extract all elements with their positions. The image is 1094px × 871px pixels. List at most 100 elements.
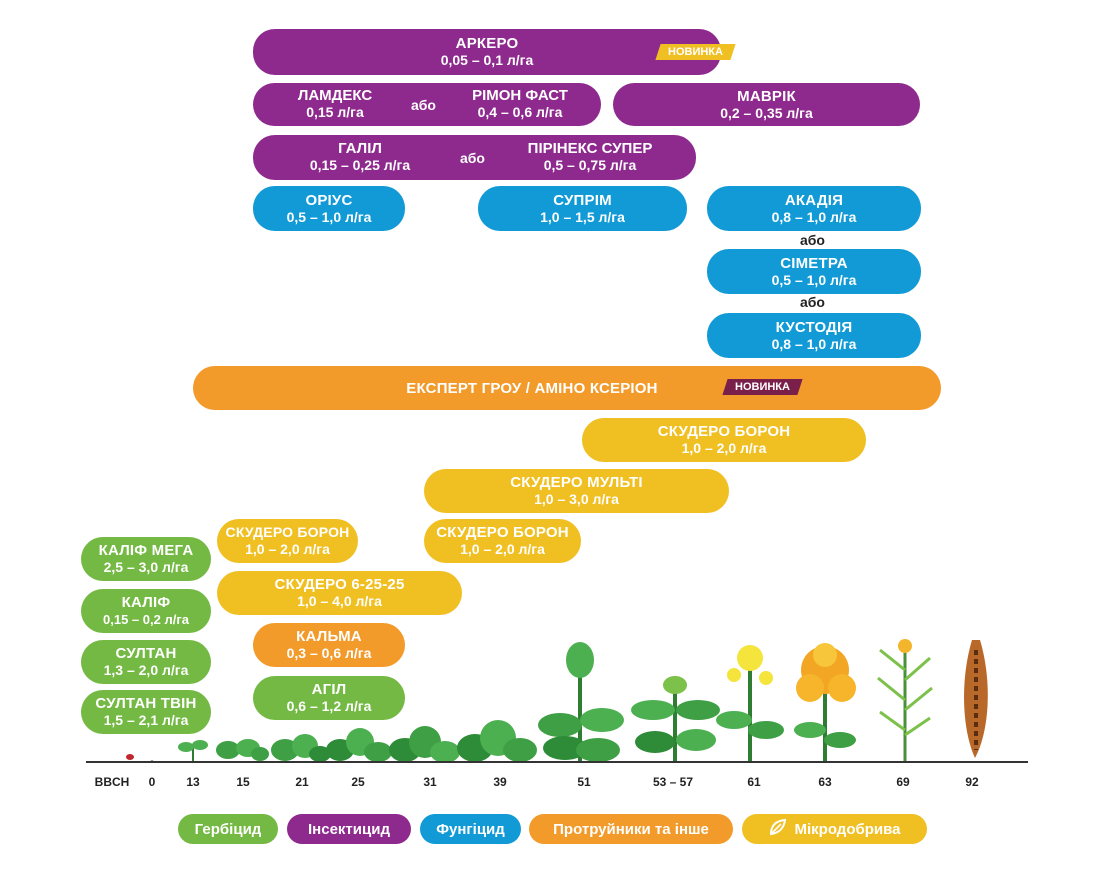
skudero-boron-late-bar: СКУДЕРО БОРОН 1,0 – 2,0 л/га [582,418,866,462]
skudero-6-25-25-rate: 1,0 – 4,0 л/га [297,593,382,609]
sultan-name: СУЛТАН [115,645,177,662]
legend-insecticide: Інсектицид [287,814,411,844]
or-label: або [411,97,436,113]
arkero-rate: 0,05 – 0,1 л/га [440,52,534,68]
ripe-pod-icon [964,640,988,758]
galil-rate: 0,15 – 0,25 л/га [309,157,411,173]
or-label: або [800,294,825,310]
pod-forming-plant-icon [877,639,933,761]
suprim-name: СУПРІМ [553,191,612,209]
orius-bar: ОРІУС 0,5 – 1,0 л/га [253,186,405,231]
axis-tick: 51 [577,775,591,789]
axis-tick: 53 – 57 [652,775,694,789]
rimon-rate: 0,4 – 0,6 л/га [477,104,563,120]
axis-tick: 69 [896,775,910,789]
skudero-multi-name: СКУДЕРО МУЛЬТІ [510,474,643,491]
axis-tick: 25 [351,775,365,789]
kalif-mega-bar: КАЛІФ МЕГА 2,5 – 3,0 л/га [81,537,211,581]
sultan-tvin-bar: СУЛТАН ТВІН 1,5 – 2,1 л/га [81,690,211,734]
axis-tick: 15 [236,775,250,789]
leaf-icon [769,818,787,840]
galil-block: ГАЛІЛ 0,15 – 0,25 л/га [285,140,435,174]
axis-tick: 0 [148,775,156,789]
skudero-boron-late-rate: 1,0 – 2,0 л/га [681,440,767,456]
kalma-bar: КАЛЬМА 0,3 – 0,6 л/га [253,623,405,667]
akadiya-bar: АКАДІЯ 0,8 – 1,0 л/га [707,186,921,231]
kustodiya-rate: 0,8 – 1,0 л/га [771,335,857,352]
legend-herbicide: Гербіцид [178,814,278,844]
budding-plant-icon [631,676,720,761]
axis-tick: 39 [493,775,507,789]
axis-tick: 92 [965,775,979,789]
galil-pirinex-bar [253,135,696,180]
legend-micro-label: Мікродобрива [794,820,901,838]
kalif-bar: КАЛІФ 0,15 – 0,2 л/га [81,589,211,633]
pirinex-block: ПІРІНЕКС СУПЕР 0,5 – 0,75 л/га [510,140,670,174]
skudero-boron-early-rate: 1,0 – 2,0 л/га [245,541,330,557]
skudero-boron-mid-bar: СКУДЕРО БОРОН 1,0 – 2,0 л/га [424,519,581,563]
akadiya-name: АКАДІЯ [784,191,844,209]
arkero-name: АРКЕРО [455,35,519,52]
axis-tick: 13 [186,775,200,789]
legend-fungicide: Фунгіцид [420,814,521,844]
lamdeks-name: ЛАМДЕКС [297,87,373,104]
bolting-plant-icon [538,642,624,762]
orius-name: ОРІУС [305,191,353,209]
leaf-rosette-icon [326,728,392,762]
axis-tick: 61 [747,775,761,789]
skudero-6-25-25-bar: СКУДЕРО 6-25-25 1,0 – 4,0 л/га [217,571,462,615]
skudero-multi-bar: СКУДЕРО МУЛЬТІ 1,0 – 3,0 л/га [424,469,729,513]
mavrik-name: МАВРІК [737,87,796,105]
skudero-6-25-25-name: СКУДЕРО 6-25-25 [274,576,405,593]
full-bloom-plant-icon [794,643,856,761]
mavrik-bar: МАВРІК 0,2 – 0,35 л/га [613,83,920,126]
skudero-multi-rate: 1,0 – 3,0 л/га [534,491,619,507]
new-badge-expert: НОВИНКА [722,379,803,395]
kalif-mega-rate: 2,5 – 3,0 л/га [103,559,189,575]
leaf-rosette-icon [271,734,331,762]
sultan-tvin-name: СУЛТАН ТВІН [95,695,197,712]
skudero-boron-early-bar: СКУДЕРО БОРОН 1,0 – 2,0 л/га [217,519,358,563]
sultan-rate: 1,3 – 2,0 л/га [103,662,189,678]
kalif-name: КАЛІФ [121,594,171,611]
pirinex-name: ПІРІНЕКС СУПЕР [527,140,653,157]
leaf-rosette-icon [389,726,460,762]
or-label: або [460,150,485,166]
leaf-rosette-icon [457,720,537,762]
lamdeks-block: ЛАМДЕКС 0,15 л/га [265,87,405,121]
simetra-bar: СІМЕТРА 0,5 – 1,0 л/га [707,249,921,294]
new-badge-arkero: НОВИНКА [655,44,736,60]
orius-rate: 0,5 – 1,0 л/га [286,208,372,225]
akadiya-rate: 0,8 – 1,0 л/га [771,208,857,225]
expert-grow-bar: ЕКСПЕРТ ГРОУ / АМІНО КСЕРІОН [193,366,941,410]
agil-bar: АГІЛ 0,6 – 1,2 л/га [253,676,405,720]
legend-other: Протруйники та інше [529,814,733,844]
axis-tick: 31 [423,775,437,789]
growth-stage-illustrations [126,639,988,762]
legend-micro: Мікродобрива [742,814,927,844]
arkero-bar: АРКЕРО 0,05 – 0,1 л/га [253,29,721,75]
suprim-rate: 1,0 – 1,5 л/га [540,208,625,225]
or-label: або [800,232,825,248]
kustodiya-name: КУСТОДІЯ [775,318,853,336]
agil-rate: 0,6 – 1,2 л/га [286,698,372,714]
kalif-mega-name: КАЛІФ МЕГА [98,542,194,559]
agil-name: АГІЛ [311,681,347,698]
leaf-rosette-icon [216,739,269,761]
kalma-name: КАЛЬМА [296,628,362,645]
sultan-tvin-rate: 1,5 – 2,1 л/га [103,712,189,728]
simetra-name: СІМЕТРА [780,254,848,272]
axis-tick: 63 [818,775,832,789]
rimon-block: РІМОН ФАСТ 0,4 – 0,6 л/га [455,87,585,121]
lamdeks-rimon-bar [253,83,601,126]
kalif-rate: 0,15 – 0,2 л/га [103,612,189,627]
skudero-boron-late-name: СКУДЕРО БОРОН [657,423,791,440]
skudero-boron-mid-name: СКУДЕРО БОРОН [436,524,569,541]
suprim-bar: СУПРІМ 1,0 – 1,5 л/га [478,186,687,231]
rimon-name: РІМОН ФАСТ [472,87,568,104]
axis-label: BBCH [94,775,130,789]
simetra-rate: 0,5 – 1,0 л/га [771,271,857,288]
kustodiya-bar: КУСТОДІЯ 0,8 – 1,0 л/га [707,313,921,358]
seedling-icon [178,740,208,761]
lamdeks-rate: 0,15 л/га [306,104,364,120]
